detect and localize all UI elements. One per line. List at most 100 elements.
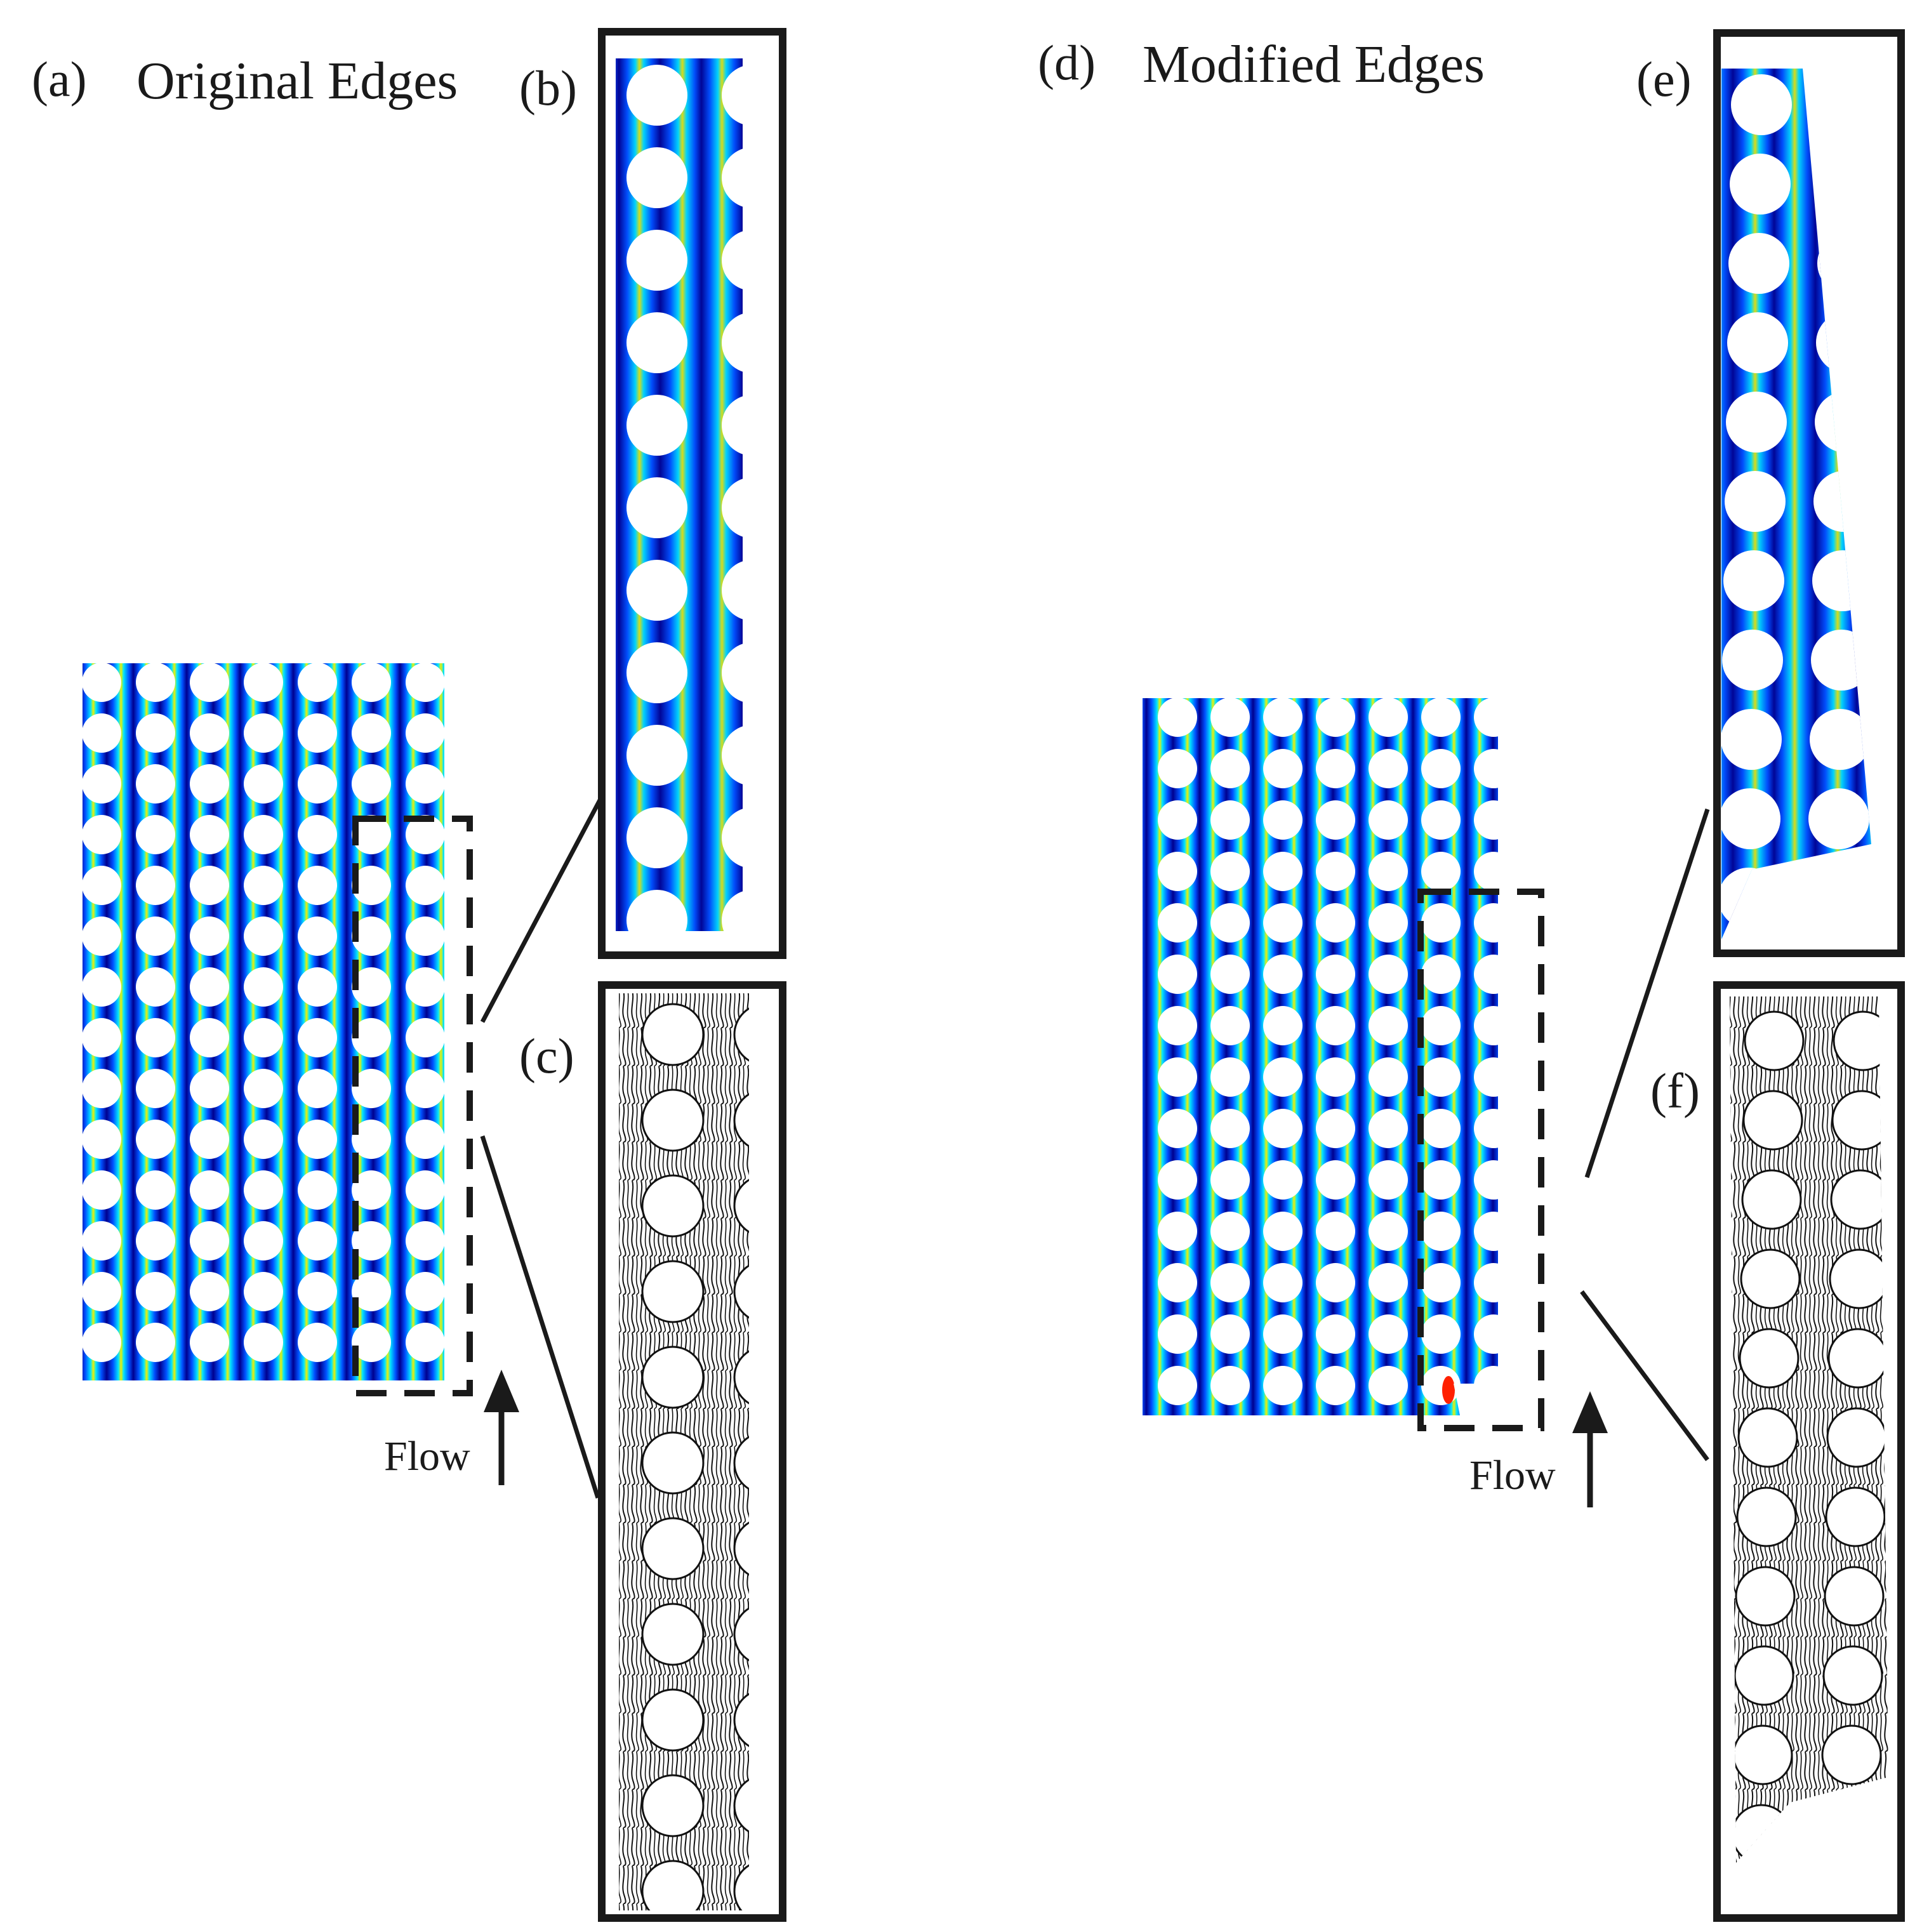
obstacle-circle xyxy=(1728,233,1789,294)
obstacle-circle xyxy=(298,916,337,956)
obstacle-circle xyxy=(83,663,121,702)
obstacle-circle xyxy=(406,764,444,804)
obstacle-circle xyxy=(298,1272,337,1311)
obstacle-circle xyxy=(298,1323,337,1362)
obstacle-circle xyxy=(1726,392,1787,453)
obstacle-circle xyxy=(1810,709,1871,770)
obstacle-circle xyxy=(733,1007,749,1062)
obstacle-circle xyxy=(1210,1212,1250,1251)
obstacle-circle xyxy=(1808,788,1869,849)
obstacle-circle xyxy=(83,1221,121,1260)
obstacle-circle xyxy=(190,713,229,753)
obstacle-circle xyxy=(83,1170,121,1210)
obstacle-circle xyxy=(1369,749,1408,788)
obstacle-circle xyxy=(136,866,175,905)
obstacle-circle xyxy=(1825,1486,1886,1547)
obstacle-circle xyxy=(1210,903,1250,943)
obstacle-circle xyxy=(1210,1057,1250,1097)
obstacle-circle xyxy=(722,809,743,867)
obstacle-circle xyxy=(1369,1006,1408,1045)
obstacle-circle xyxy=(1421,955,1461,994)
obstacle-circle xyxy=(1474,698,1498,737)
obstacle-circle xyxy=(406,866,444,905)
obstacle-circle xyxy=(1369,800,1408,840)
obstacle-circle xyxy=(136,1170,175,1210)
obstacle-circle xyxy=(1421,852,1461,891)
obstacle-circle xyxy=(244,1323,283,1362)
obstacle-circle xyxy=(1369,955,1408,994)
obstacle-circle xyxy=(352,764,391,804)
obstacle-circle xyxy=(641,1774,705,1837)
obstacle-circle xyxy=(626,65,687,126)
obstacle-circle xyxy=(1723,550,1784,611)
obstacle-circle xyxy=(1263,749,1303,788)
obstacle-circle xyxy=(733,1607,749,1662)
obstacle-circle xyxy=(1210,1366,1250,1405)
obstacle-circle xyxy=(83,815,121,854)
obstacle-circle xyxy=(298,1170,337,1210)
obstacle-circle xyxy=(244,967,283,1007)
obstacle-circle xyxy=(352,1272,391,1311)
obstacle-circle xyxy=(190,1170,229,1210)
obstacle-circle xyxy=(733,1436,749,1490)
obstacle-circle xyxy=(352,1323,391,1362)
obstacle-circle xyxy=(406,663,444,702)
flow-label-left: Flow xyxy=(384,1433,470,1479)
panel-label-d: (d) xyxy=(1038,35,1096,90)
obstacle-circle xyxy=(1263,852,1303,891)
obstacle-circle xyxy=(1822,1645,1883,1706)
obstacle-circle xyxy=(1316,1006,1355,1045)
obstacle-circle xyxy=(136,713,175,753)
obstacle-circle xyxy=(352,1170,391,1210)
obstacle-circle xyxy=(1369,1160,1408,1200)
obstacle-circle xyxy=(244,663,283,702)
obstacle-circle xyxy=(1474,903,1498,943)
obstacle-circle xyxy=(1421,800,1461,840)
obstacle-circle xyxy=(298,663,337,702)
obstacle-circle xyxy=(1721,788,1780,849)
obstacle-circle xyxy=(406,967,444,1007)
obstacle-circle xyxy=(1369,1057,1408,1097)
obstacle-circle xyxy=(190,815,229,854)
obstacle-circle xyxy=(1421,698,1461,737)
obstacle-circle xyxy=(83,866,121,905)
obstacle-circle xyxy=(1732,1724,1793,1785)
obstacle-circle xyxy=(1158,1263,1197,1302)
obstacle-circle xyxy=(1316,1109,1355,1148)
obstacle-circle xyxy=(1831,1090,1888,1151)
obstacle-circle xyxy=(1263,1263,1303,1302)
obstacle-circle xyxy=(733,1179,749,1233)
obstacle-circle xyxy=(641,1431,705,1495)
obstacle-circle xyxy=(1158,749,1197,788)
obstacle-circle xyxy=(1833,1010,1888,1071)
obstacle-circle xyxy=(1474,1109,1498,1148)
obstacle-circle xyxy=(1210,1263,1250,1302)
obstacle-circle xyxy=(406,713,444,753)
obstacle-circle xyxy=(244,1018,283,1057)
obstacle-circle xyxy=(352,916,391,956)
obstacle-circle xyxy=(1263,1314,1303,1354)
obstacle-circle xyxy=(733,1864,749,1910)
obstacle-circle xyxy=(1316,1057,1355,1097)
obstacle-circle xyxy=(190,663,229,702)
obstacle-circle xyxy=(1263,1160,1303,1200)
flow-arrow-right xyxy=(1572,1391,1608,1507)
obstacle-circle xyxy=(1826,1407,1887,1468)
panel-a-velocity-field xyxy=(83,663,444,1380)
obstacle-circle xyxy=(406,1069,444,1108)
obstacle-circle xyxy=(641,1688,705,1752)
obstacle-circle xyxy=(83,764,121,804)
obstacle-circle xyxy=(1421,1212,1461,1251)
obstacle-circle xyxy=(298,713,337,753)
panel-label-e: (e) xyxy=(1636,51,1692,107)
obstacle-circle xyxy=(136,1272,175,1311)
obstacle-circle xyxy=(190,1221,229,1260)
obstacle-circle xyxy=(190,1323,229,1362)
obstacle-circle xyxy=(626,560,687,621)
obstacle-circle xyxy=(190,866,229,905)
obstacle-circle xyxy=(352,1069,391,1108)
obstacle-circle xyxy=(1474,1160,1498,1200)
obstacle-circle xyxy=(1158,1212,1197,1251)
obstacle-circle xyxy=(244,764,283,804)
obstacle-circle xyxy=(136,1120,175,1159)
